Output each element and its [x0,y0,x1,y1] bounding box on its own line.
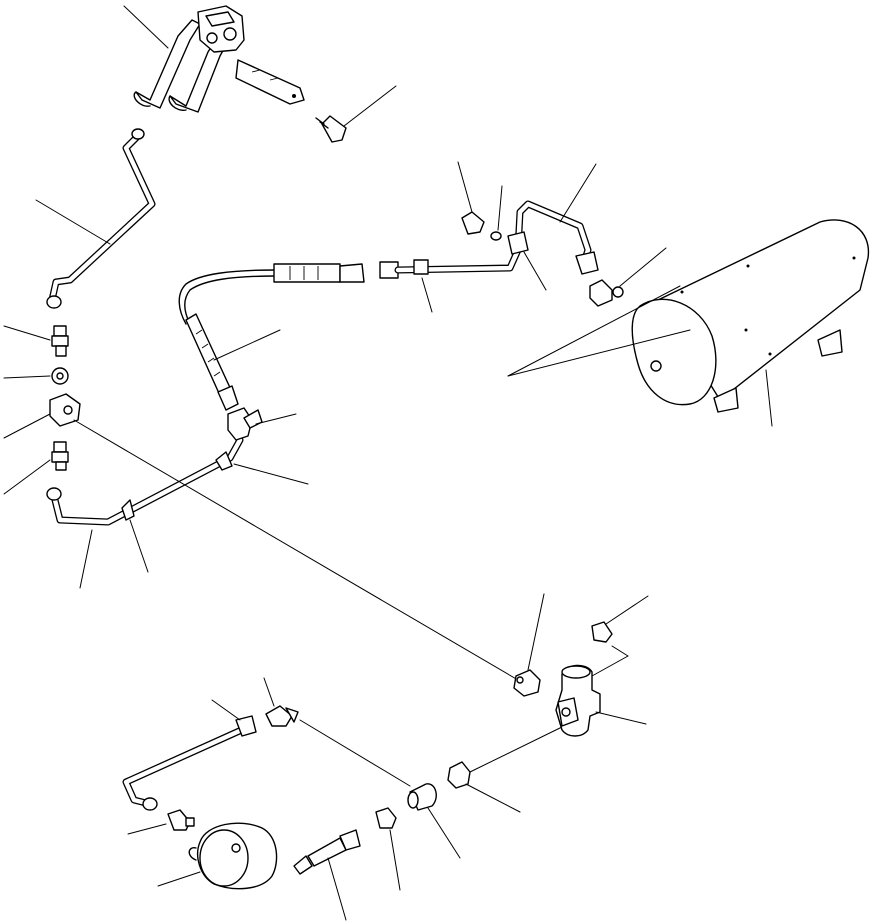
leader-outlet-fitting [465,783,521,813]
leader-tank-body [765,369,773,427]
leader-valve-inlet [527,593,545,671]
leader-tank-fitting [619,247,667,287]
valve-bolt [591,621,613,643]
chamber-pipe [122,715,257,811]
connect-elbow-plug [299,719,411,787]
air-horn [133,5,305,113]
air-tank [631,219,870,413]
pressure-switch [293,829,361,875]
lower-left-pipe [46,436,244,526]
plug [375,807,397,829]
leader-supply-hose [421,277,433,313]
tank-fitting [589,279,624,307]
valve-inlet-fitting [513,669,541,697]
leader-horn-pipe [35,199,111,245]
left-fittings [49,325,81,471]
leader-chamber-pipe [211,699,241,721]
horn-feed-pipe [46,128,156,309]
leader-clip-1 [129,519,149,573]
leader-horn [123,5,169,49]
leader-chamber-fitting [127,823,167,835]
leader-clamp-bolt [457,161,473,213]
leader-cylinder-fitting [427,807,461,859]
connect-valve-chamber [469,725,565,773]
leader-fitting-3 [3,459,51,495]
leader-tee [3,413,51,439]
leader-elbow [255,413,297,425]
leader-tank-1 [507,285,681,377]
brake-chamber [188,822,278,890]
connect-bolt-valve [611,645,629,657]
tank-supply-pipe [379,200,599,279]
leader-washer [497,185,503,231]
leader-brake-chamber [157,871,201,887]
leader-valve [595,711,647,725]
clamp-bolt [461,211,502,241]
leader-lower-pipe [79,529,93,589]
leader-supply-pipe [559,163,597,223]
leader-valve-bolt [605,595,649,625]
leader-fitting-2 [3,375,51,379]
flex-hose [178,263,365,411]
horn-bolt [315,115,347,143]
leader-tank-2 [507,329,691,377]
leader-fitting-1 [3,325,51,341]
leader-elbow-joint [263,677,275,707]
leader-pressure-switch [327,857,347,921]
elbow-joint [265,705,299,727]
leader-clamp [523,251,547,291]
cylinder-fitting [407,783,437,811]
leader-plug [389,829,401,891]
valve-outlet-fitting [447,761,471,789]
relay-valve [555,664,601,737]
connect-bolt-valve-2 [591,655,629,677]
connect-tee-valve [73,419,519,681]
leader-horn-bolt [343,85,397,127]
leader-flex-hose [213,329,281,361]
chamber-fitting [167,809,195,831]
leader-clip-2 [233,463,309,485]
